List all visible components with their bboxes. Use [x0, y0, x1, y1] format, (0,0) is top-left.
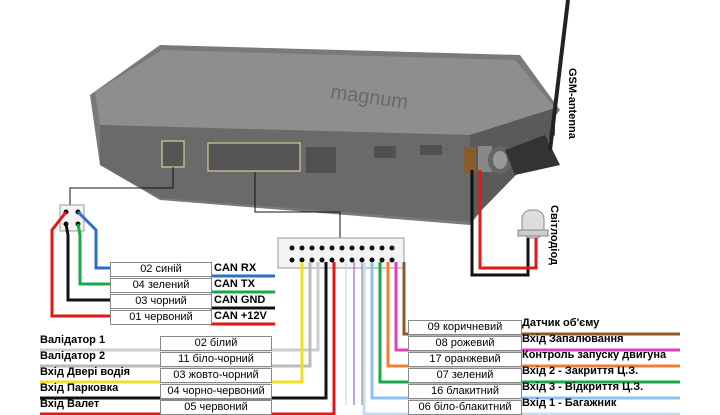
- can-wire-box: 02 синій: [110, 262, 212, 277]
- can-wire: [76, 223, 110, 286]
- antenna-label: GSM-antenna: [566, 68, 578, 139]
- main-wire-signal rl: Валідатор 2: [40, 350, 106, 362]
- main-pin: [389, 257, 395, 263]
- 3: [40, 262, 320, 352]
- main-wire-box: 04 чорно-червоний: [160, 384, 272, 399]
- main-pin: [349, 245, 355, 251]
- main-pin: [339, 245, 345, 251]
- led-label: Світлодіод: [548, 205, 560, 266]
- can-wire-box: 03 чорний: [110, 294, 212, 309]
- can-wire: [76, 210, 110, 270]
- led-icon: [517, 209, 549, 239]
- main-pin: [299, 245, 305, 251]
- 3: [378, 262, 680, 384]
- can-wire: [50, 211, 110, 318]
- main-connector-housing: [277, 237, 405, 269]
- main-wire-signal rl: Вхід Валет: [40, 398, 100, 410]
- main-wire-box: 05 червоний: [160, 400, 272, 415]
- main-wire-box: 17 оранжевий: [408, 352, 522, 367]
- main-pin: [389, 245, 395, 251]
- 3: [40, 262, 328, 400]
- main-pin: [359, 257, 365, 263]
- main-pin: [349, 257, 355, 263]
- gsm-antenna-icon: [548, 0, 570, 151]
- main-wire-box: 16 блакитний: [408, 384, 522, 399]
- main-wire-box: 09 коричневий: [408, 320, 522, 335]
- main-pin: [319, 257, 325, 263]
- main-pin: [289, 245, 295, 251]
- main-wire-signal rl: Вхід Двері водія: [40, 366, 131, 378]
- main-pin: [299, 257, 305, 263]
- can-wire-signal: CAN TX: [214, 278, 255, 290]
- main-pin: [339, 257, 345, 263]
- main-wire-signal: Вхід 3 - Відкриття Ц.З.: [522, 381, 644, 393]
- can-wire-signal: CAN GND: [214, 294, 266, 306]
- can-wire-signal: CAN +12V: [214, 310, 267, 322]
- can-wire-box: 04 зелений: [110, 278, 212, 293]
- can-connector-housing: [59, 204, 85, 232]
- 3: [362, 262, 680, 415]
- 3: [40, 262, 304, 384]
- main-wire-signal: Вхід 1 - Багажник: [522, 397, 617, 409]
- main-wire-box: 03 жовто-чорний: [160, 368, 272, 383]
- 3: [402, 262, 680, 336]
- main-wire-box: 06 біло-блакитний: [408, 400, 522, 415]
- main-wire-box: 02 білий: [160, 336, 272, 351]
- can-wire-box: 01 червоний: [110, 310, 212, 325]
- 3: [370, 262, 680, 400]
- main-pin: [369, 257, 375, 263]
- main-wire-signal rl: Валідатор 1: [40, 334, 106, 346]
- antenna-connector: [464, 0, 570, 175]
- 3: [394, 262, 680, 352]
- main-wire-box: 08 рожевий: [408, 336, 522, 351]
- main-wire-signal: Вхід Запалювання: [522, 333, 624, 345]
- main-pin: [329, 245, 335, 251]
- main-pin: [329, 257, 335, 263]
- main-wire-box: 07 зелений: [408, 368, 522, 383]
- alarm-unit: magnum: [90, 45, 560, 225]
- main-wire-signal: Контроль запуску двигуна: [522, 349, 667, 361]
- main-pin: [369, 245, 375, 251]
- can-wire-signal: CAN RX: [214, 262, 257, 274]
- main-wire-signal: Датчик об'єму: [522, 317, 600, 329]
- main-wire-signal: Вхід 2 - Закриття Ц.З.: [522, 365, 639, 377]
- 3: [40, 262, 336, 415]
- main-pin: [289, 257, 295, 263]
- main-pin: [319, 245, 325, 251]
- 3: [386, 262, 680, 368]
- main-pin: [379, 257, 385, 263]
- main-wire-box: 11 біло-чорний: [160, 352, 272, 367]
- 3: [40, 262, 312, 368]
- main-wire-signal rl: Вхід Парковка: [40, 382, 119, 394]
- main-pin: [359, 245, 365, 251]
- main-pin: [309, 257, 315, 263]
- main-pin: [309, 245, 315, 251]
- diagram-canvas: magnum: [40, 0, 680, 415]
- can-wire: [64, 223, 110, 302]
- main-pin: [379, 245, 385, 251]
